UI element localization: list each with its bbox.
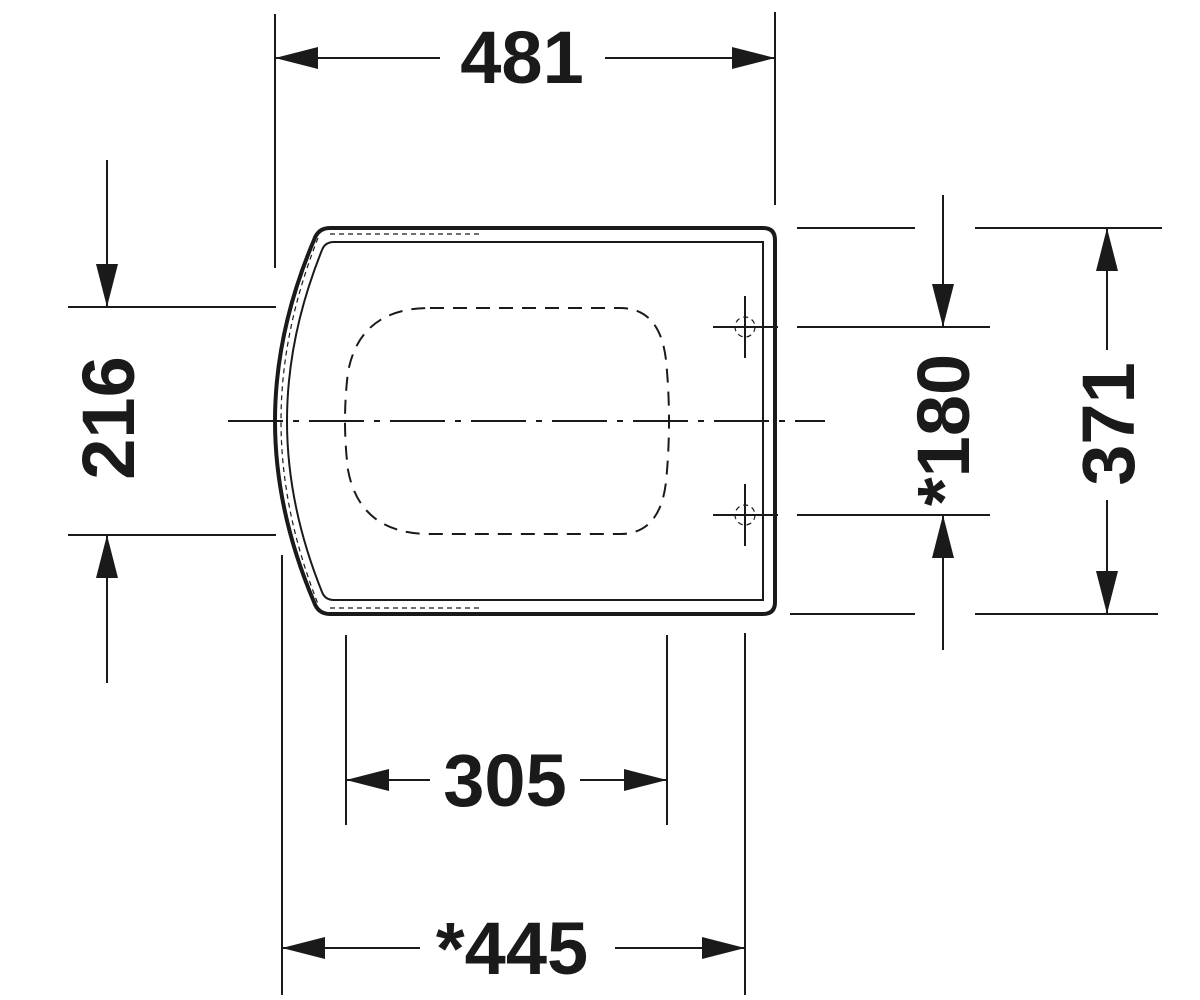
dashed-opening-outline — [344, 307, 670, 535]
dimension-inner-width: 305 — [345, 635, 668, 825]
dimension-label-overall-depth: 371 — [1067, 362, 1150, 485]
hinge-point-bottom — [713, 484, 778, 546]
dimension-label-hinge-spacing: *180 — [902, 354, 985, 506]
dimension-label-top-width: 481 — [460, 16, 583, 99]
dimension-hinge-spacing: *180 — [790, 195, 990, 650]
dimension-label-inner-width: 305 — [443, 739, 566, 822]
dimension-label-left-height: 216 — [67, 356, 150, 479]
dimension-overall-depth: 371 — [975, 227, 1162, 615]
dimension-bottom-width: *445 — [281, 555, 746, 995]
dimension-top-width: 481 — [274, 12, 776, 268]
dimension-label-bottom-width: *445 — [436, 907, 588, 990]
dimension-left-height: 216 — [67, 160, 276, 683]
hinge-point-top — [713, 296, 778, 358]
